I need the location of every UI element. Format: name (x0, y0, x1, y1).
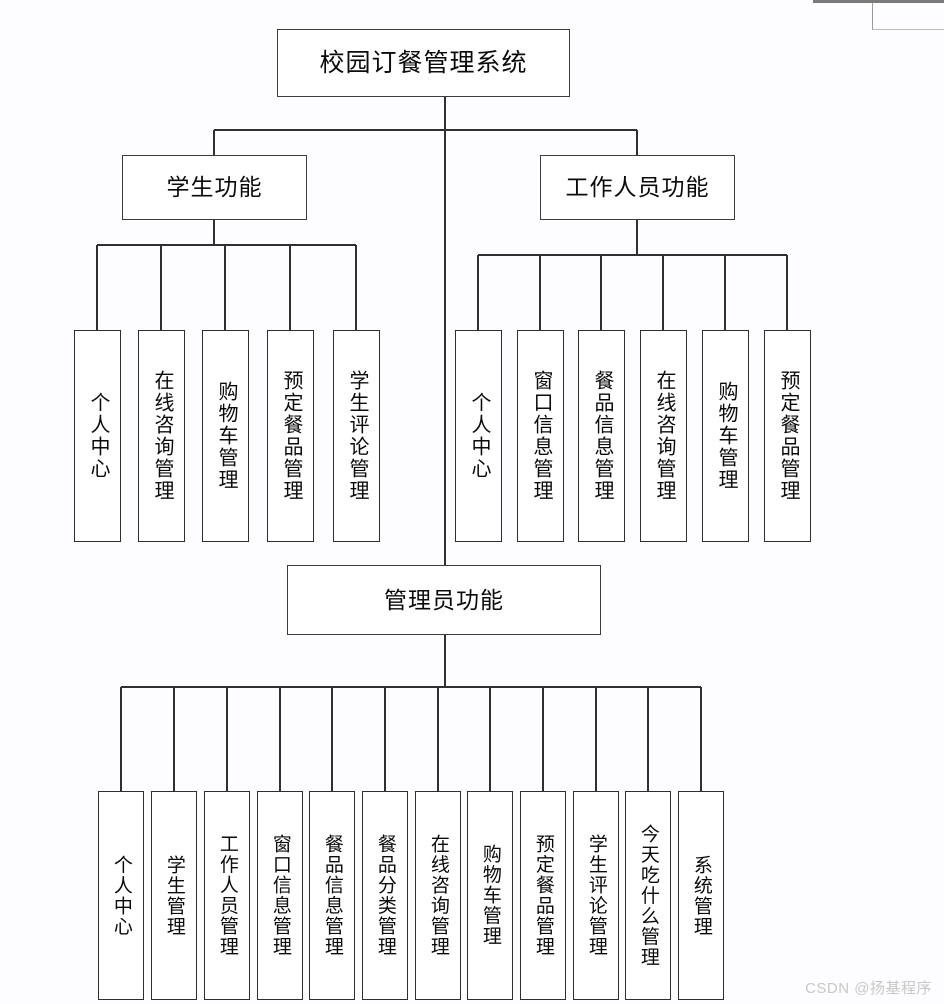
leaf-student-0[interactable]: 个人中心 (74, 330, 121, 542)
leaf-admin-4[interactable]: 餐品信息管理 (309, 791, 355, 1000)
leaf-admin-2[interactable]: 工作人员管理 (204, 791, 250, 1000)
leaf-admin-8-label: 预定餐品管理 (532, 834, 554, 957)
leaf-staff-4[interactable]: 购物车管理 (702, 330, 749, 542)
leaf-admin-1-label: 学生管理 (163, 854, 185, 937)
leaf-staff-3-label: 在线咨询管理 (653, 370, 675, 502)
node-root[interactable]: 校园订餐管理系统 (277, 29, 570, 97)
leaf-student-2-label: 购物车管理 (215, 381, 237, 491)
leaf-admin-7-label: 购物车管理 (479, 844, 501, 947)
node-staff-functions-label: 工作人员功能 (565, 174, 710, 201)
leaf-admin-0-label: 个人中心 (110, 854, 132, 937)
leaf-admin-10[interactable]: 今天吃什么管理 (625, 791, 671, 1000)
leaf-staff-5-label: 预定餐品管理 (777, 370, 799, 502)
node-root-label: 校园订餐管理系统 (319, 48, 528, 77)
leaf-staff-2-label: 餐品信息管理 (591, 370, 613, 502)
window-corner-top-bar (813, 0, 875, 3)
node-student-functions-label: 学生功能 (166, 174, 263, 201)
leaf-admin-8[interactable]: 预定餐品管理 (520, 791, 566, 1000)
leaf-admin-9[interactable]: 学生评论管理 (573, 791, 619, 1000)
leaf-student-0-label: 个人中心 (87, 392, 109, 480)
leaf-admin-10-label: 今天吃什么管理 (637, 823, 659, 968)
leaf-student-4[interactable]: 学生评论管理 (333, 330, 380, 542)
leaf-admin-3[interactable]: 窗口信息管理 (257, 791, 303, 1000)
leaf-admin-4-label: 餐品信息管理 (321, 834, 343, 957)
leaf-staff-1[interactable]: 窗口信息管理 (517, 330, 564, 542)
leaf-admin-2-label: 工作人员管理 (216, 834, 238, 957)
leaf-admin-11[interactable]: 系统管理 (678, 791, 724, 1000)
leaf-admin-0[interactable]: 个人中心 (98, 791, 144, 1000)
node-admin-functions-label: 管理员功能 (384, 586, 504, 613)
leaf-staff-5[interactable]: 预定餐品管理 (764, 330, 811, 542)
leaf-staff-0-label: 个人中心 (468, 392, 490, 480)
leaf-admin-11-label: 系统管理 (690, 854, 712, 937)
leaf-student-1[interactable]: 在线咨询管理 (138, 330, 185, 542)
leaf-student-2[interactable]: 购物车管理 (202, 330, 249, 542)
leaf-staff-4-label: 购物车管理 (715, 381, 737, 491)
leaf-admin-9-label: 学生评论管理 (585, 834, 607, 957)
window-corner-artifact (813, 0, 944, 30)
leaf-admin-3-label: 窗口信息管理 (269, 834, 291, 957)
leaf-student-3[interactable]: 预定餐品管理 (267, 330, 314, 542)
leaf-staff-0[interactable]: 个人中心 (455, 330, 502, 542)
leaf-admin-1[interactable]: 学生管理 (151, 791, 197, 1000)
node-staff-functions[interactable]: 工作人员功能 (540, 155, 735, 220)
csdn-watermark: CSDN @扬基程序 (805, 980, 932, 997)
leaf-student-4-label: 学生评论管理 (346, 370, 368, 502)
leaf-staff-3[interactable]: 在线咨询管理 (640, 330, 687, 542)
leaf-admin-5-label: 餐品分类管理 (374, 834, 396, 957)
node-admin-functions[interactable]: 管理员功能 (287, 565, 601, 635)
leaf-admin-5[interactable]: 餐品分类管理 (362, 791, 408, 1000)
leaf-staff-1-label: 窗口信息管理 (530, 370, 552, 502)
leaf-admin-6[interactable]: 在线咨询管理 (415, 791, 461, 1000)
leaf-admin-7[interactable]: 购物车管理 (467, 791, 513, 1000)
leaf-admin-6-label: 在线咨询管理 (427, 834, 449, 957)
node-student-functions[interactable]: 学生功能 (122, 155, 307, 220)
leaf-student-3-label: 预定餐品管理 (280, 370, 302, 502)
leaf-staff-2[interactable]: 餐品信息管理 (578, 330, 625, 542)
leaf-student-1-label: 在线咨询管理 (151, 370, 173, 502)
